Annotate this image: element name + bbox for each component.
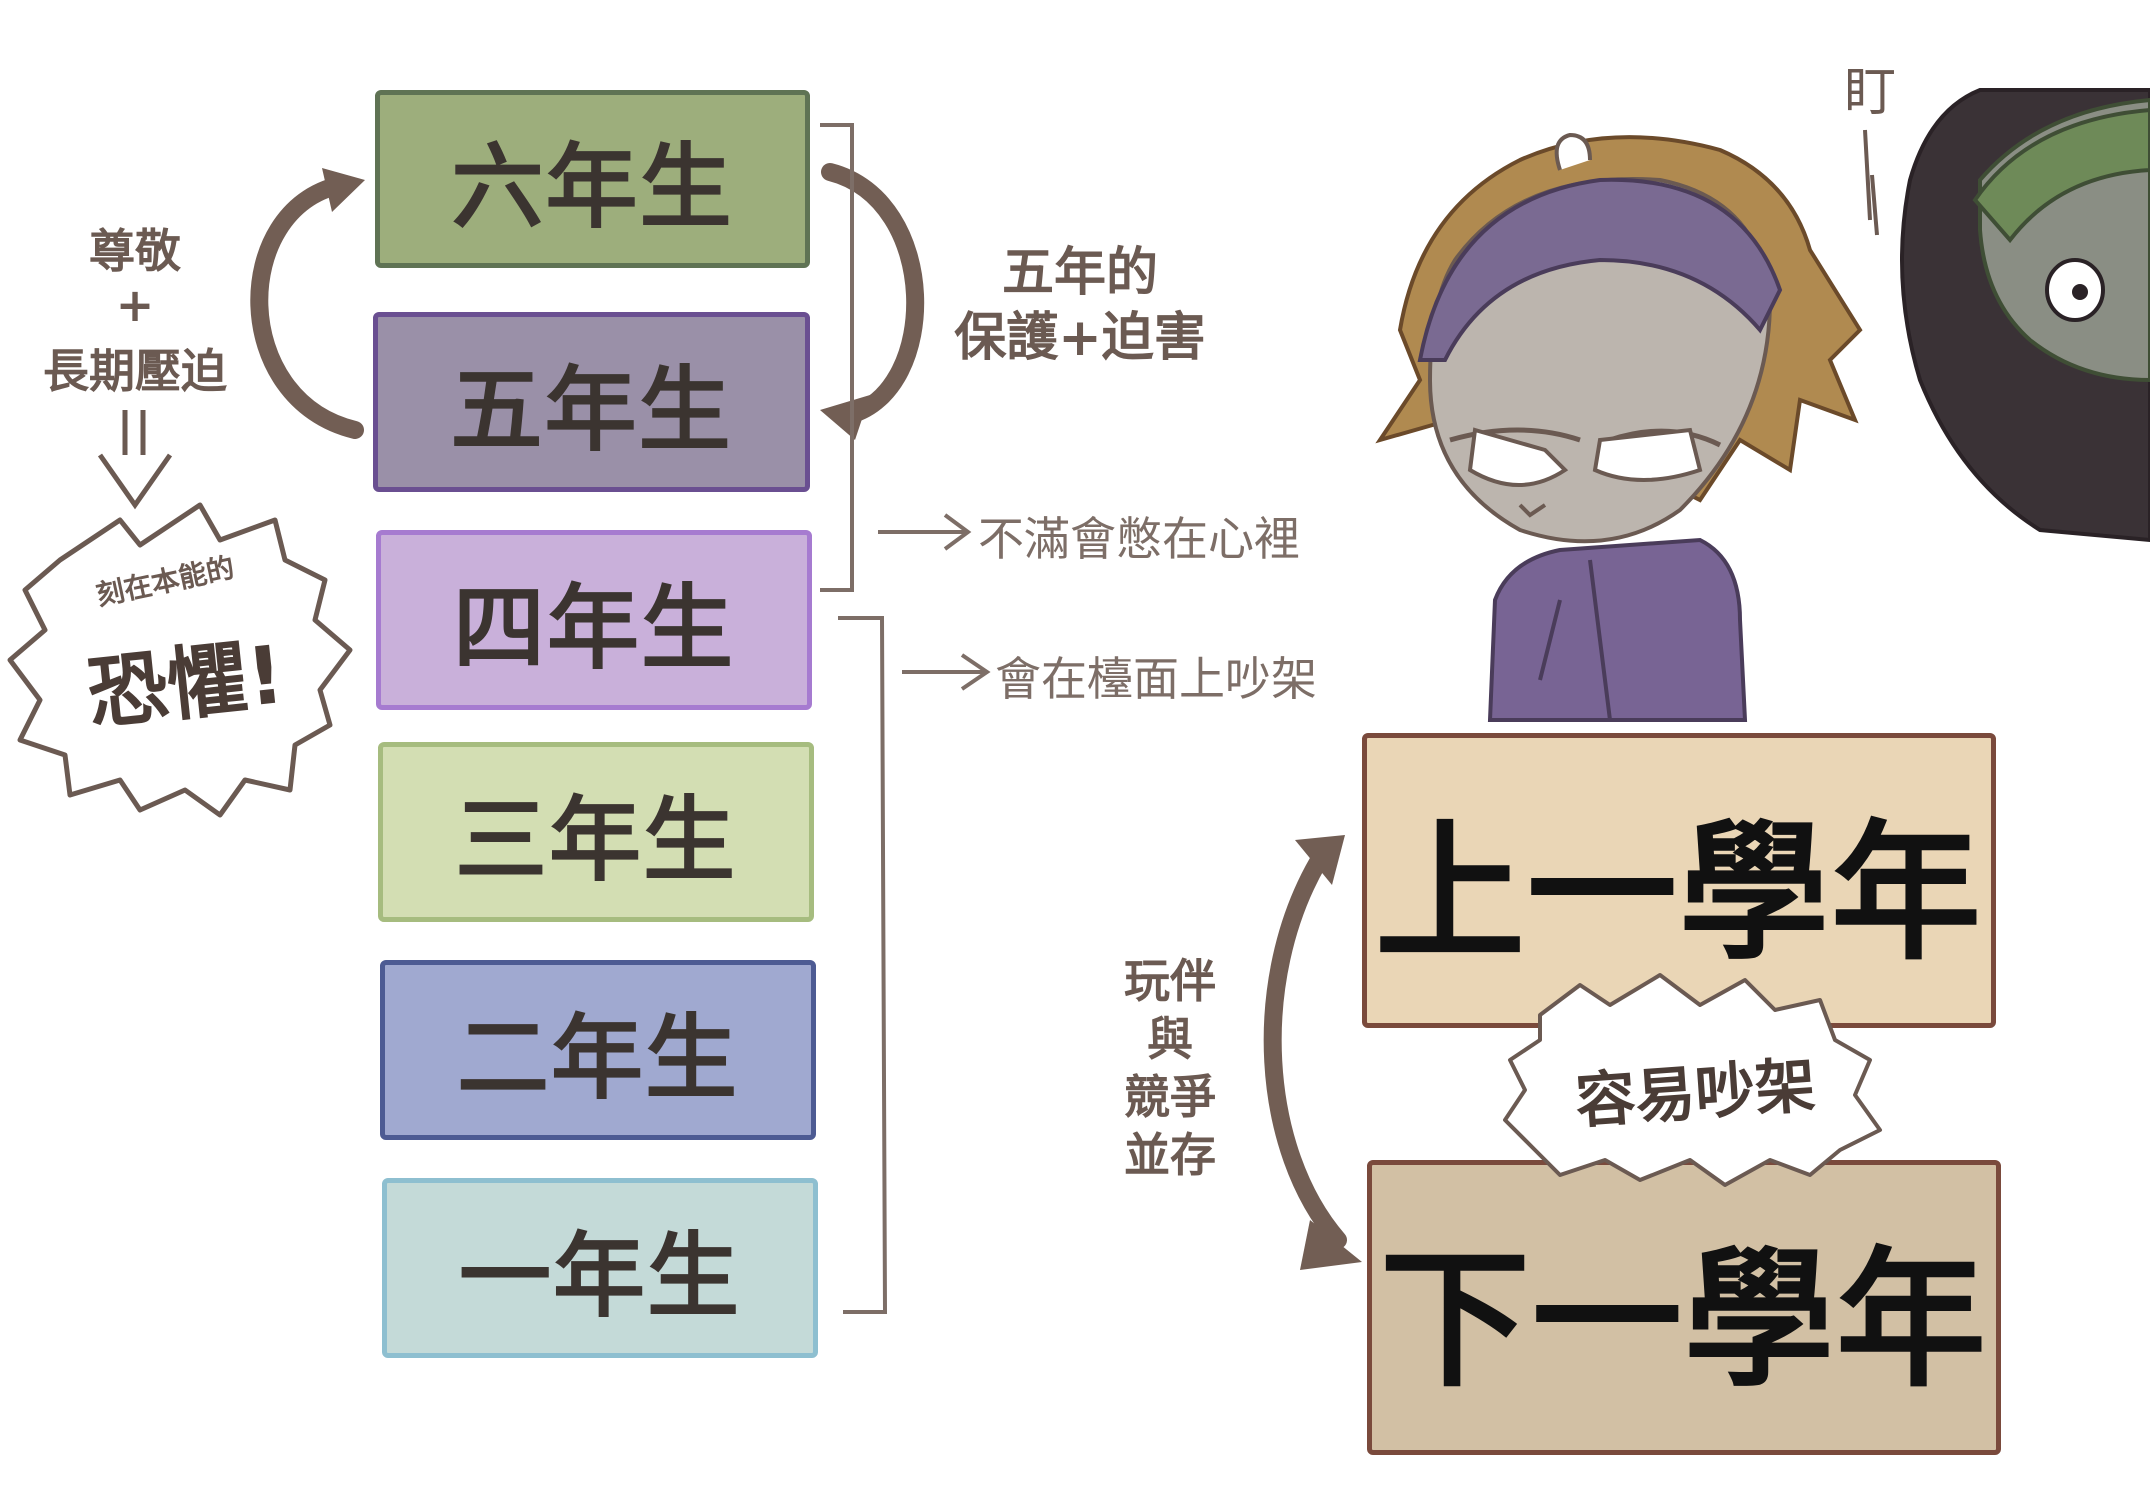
lower-note-arrow	[902, 653, 991, 691]
lower-year-label: 下一學年	[1379, 1234, 1988, 1408]
grade-label-5: 五年生	[450, 356, 733, 464]
grade-label-6: 六年生	[451, 133, 734, 241]
protection-arrowhead	[820, 395, 870, 440]
upper-year-box: 上一學年	[1362, 733, 1996, 1028]
upper-year-label: 上一學年	[1374, 807, 1983, 981]
year-arrowhead-bottom	[1300, 1220, 1362, 1270]
respect-arrowhead	[322, 168, 365, 212]
grade-label-3: 三年生	[454, 786, 737, 894]
side-label-1: 玩伴	[1124, 954, 1216, 1008]
grade-box-6: 六年生	[375, 90, 810, 268]
respect-arrow	[250, 176, 364, 439]
oppression-label: 長期壓迫	[43, 344, 227, 398]
plus-sign: +	[115, 278, 155, 332]
peeking-character	[1863, 88, 2150, 543]
grade-label-4: 四年生	[452, 574, 735, 682]
protection-label-1: 五年的	[1001, 243, 1158, 303]
grade-label-2: 二年生	[456, 1004, 739, 1112]
character-figure	[1375, 132, 1863, 722]
grade-box-1: 一年生	[382, 1178, 818, 1358]
year-arrowhead-top	[1295, 835, 1345, 885]
down-arrow	[97, 410, 173, 510]
grade-box-4: 四年生	[376, 530, 812, 710]
grade-label-1: 一年生	[458, 1222, 741, 1330]
upper-bracket	[820, 123, 854, 592]
protection-arrow	[821, 163, 925, 424]
lower-year-box: 下一學年	[1367, 1160, 2001, 1455]
fear-burst	[7, 502, 353, 818]
lower-bracket	[838, 616, 888, 1314]
upper-note: 不滿會憋在心裡	[978, 512, 1300, 566]
grade-box-5: 五年生	[373, 312, 810, 492]
stare-text: 盯	[1843, 63, 1896, 123]
quarrel-burst	[1503, 973, 1882, 1187]
grade-box-3: 三年生	[378, 742, 814, 922]
year-relation-arrow	[1263, 853, 1347, 1249]
protection-label-2: 保護+迫害	[954, 308, 1206, 368]
grade-box-2: 二年生	[380, 960, 816, 1140]
burst-fear-text: 恐懼!	[83, 627, 289, 741]
side-label-2: 與	[1147, 1012, 1193, 1066]
lower-note: 會在檯面上吵架	[995, 652, 1317, 706]
respect-label: 尊敬	[89, 224, 181, 278]
side-label-4: 並存	[1124, 1128, 1216, 1182]
upper-note-arrow	[878, 513, 972, 551]
side-label-3: 競爭	[1124, 1070, 1216, 1124]
